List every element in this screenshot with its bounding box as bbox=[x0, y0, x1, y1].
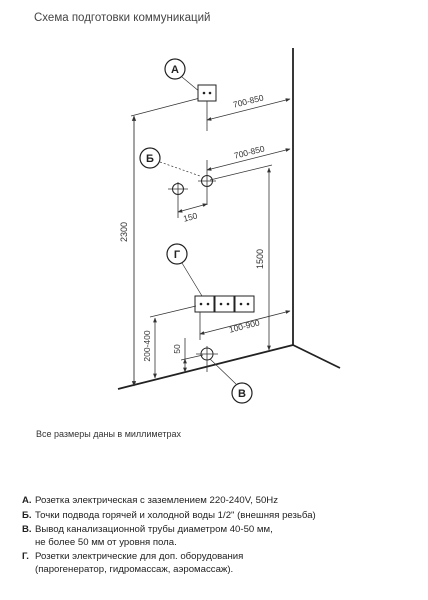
legend-text: Вывод канализационной трубы диаметром 40… bbox=[35, 524, 273, 548]
legend-letter: Б. bbox=[22, 509, 32, 521]
marker-g-leader bbox=[181, 262, 203, 297]
water-spacing-dim-line bbox=[177, 203, 208, 213]
marker-v-leader bbox=[209, 358, 237, 385]
floor-line bbox=[117, 344, 294, 390]
diagram-title: Схема подготовки коммуникаций bbox=[34, 12, 211, 24]
legend-text: Точки подвода горячей и холодной воды 1/… bbox=[35, 509, 316, 521]
socket-g-2 bbox=[214, 295, 235, 313]
marker-g-letter: Г bbox=[174, 249, 181, 261]
marker-b-leader bbox=[159, 161, 201, 177]
sockets-g-offset-label: 100-900 bbox=[228, 317, 261, 334]
marker-g: Г bbox=[166, 243, 188, 265]
socket-g-3 bbox=[234, 295, 255, 313]
marker-b-letter: Б bbox=[146, 153, 154, 165]
marker-a-leader bbox=[181, 76, 201, 93]
legend-item-g: Г. Розетки электрические для доп. оборуд… bbox=[22, 551, 422, 576]
socket-g-1 bbox=[194, 295, 215, 313]
water-offset-dim-line bbox=[206, 148, 291, 171]
legend: А. Розетка электрическая с заземлением 2… bbox=[22, 495, 422, 579]
legend-item-v: В. Вывод канализационной трубы диаметром… bbox=[22, 524, 422, 549]
legend-letter: А. bbox=[22, 495, 32, 506]
sockets-g-offset-dim-line bbox=[199, 310, 291, 335]
socket-a-offset-label: 700-850 bbox=[232, 92, 265, 109]
communications-diagram: 2300 А 700-850 Б 700-850 150 1500 Г bbox=[117, 48, 341, 404]
water-offset-label: 700-850 bbox=[233, 143, 266, 160]
drain-height-label: 50 bbox=[172, 344, 182, 354]
height-total-label: 2300 bbox=[119, 222, 129, 242]
sockets-g-height-label: 200-400 bbox=[142, 330, 152, 361]
marker-b: Б bbox=[139, 147, 161, 169]
socket-a bbox=[197, 84, 217, 102]
water-height-label: 1500 bbox=[255, 249, 265, 269]
legend-text: Розетка электрическая с заземлением 220-… bbox=[35, 495, 279, 506]
drain-extension bbox=[180, 354, 204, 361]
legend-letter: В. bbox=[22, 524, 32, 536]
water-spacing-label: 150 bbox=[182, 210, 198, 223]
legend-letter: Г. bbox=[22, 551, 29, 563]
height-total-extension bbox=[130, 97, 201, 117]
wall-floor-line bbox=[292, 344, 341, 369]
legend-item-b: Б. Точки подвода горячей и холодной воды… bbox=[22, 510, 422, 523]
legend-text: Розетки электрические для доп. оборудова… bbox=[35, 551, 244, 575]
marker-v-letter: В bbox=[238, 388, 246, 400]
legend-item-a: А. Розетка электрическая с заземлением 2… bbox=[22, 495, 422, 508]
units-note: Все размеры даны в миллиметрах bbox=[36, 429, 181, 439]
sockets-g-extension bbox=[149, 305, 197, 318]
marker-v: В bbox=[231, 382, 253, 404]
socket-a-dim-line bbox=[206, 98, 291, 121]
water-height-extension bbox=[209, 164, 273, 181]
marker-a-letter: А bbox=[171, 64, 179, 76]
marker-a: А bbox=[164, 58, 186, 80]
